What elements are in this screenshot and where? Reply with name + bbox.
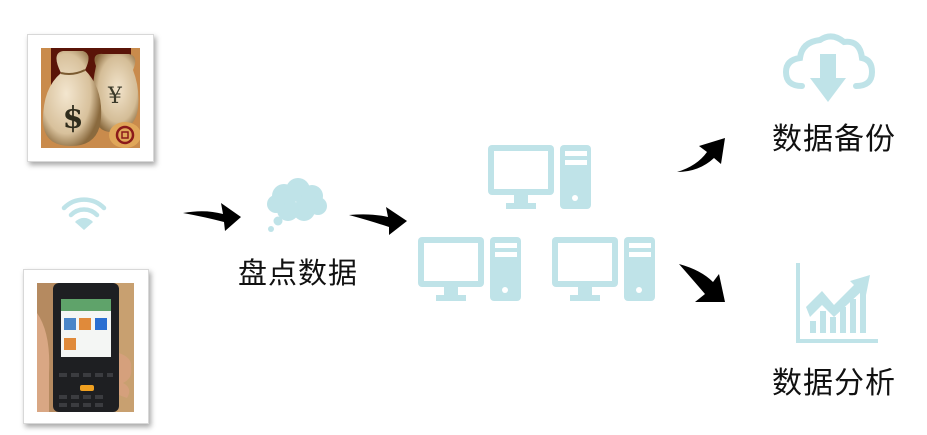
data-backup-label: 数据备份 xyxy=(772,122,896,157)
handheld-scanner-image xyxy=(37,283,134,412)
computer-icon xyxy=(418,237,521,301)
data-analysis-label: 数据分析 xyxy=(772,366,896,401)
cloud-download-icon xyxy=(782,33,876,102)
computer-icon xyxy=(488,145,591,209)
thought-cloud-icon xyxy=(267,178,327,232)
assets-photo-frame: ¥ $ xyxy=(27,34,154,162)
arrow-up-right-icon xyxy=(677,138,725,172)
computer-icon xyxy=(552,237,655,301)
svg-text:¥: ¥ xyxy=(107,84,123,109)
svg-text:$: $ xyxy=(63,101,84,136)
handheld-photo-frame xyxy=(23,269,149,424)
growth-chart-icon xyxy=(796,263,878,343)
arrow-right-icon xyxy=(183,203,241,231)
inventory-data-label: 盘点数据 xyxy=(238,256,359,290)
money-bags-image: ¥ $ xyxy=(41,48,140,148)
arrow-down-right-icon xyxy=(679,264,725,302)
arrow-right-icon xyxy=(349,207,407,235)
wifi-icon xyxy=(61,197,107,230)
